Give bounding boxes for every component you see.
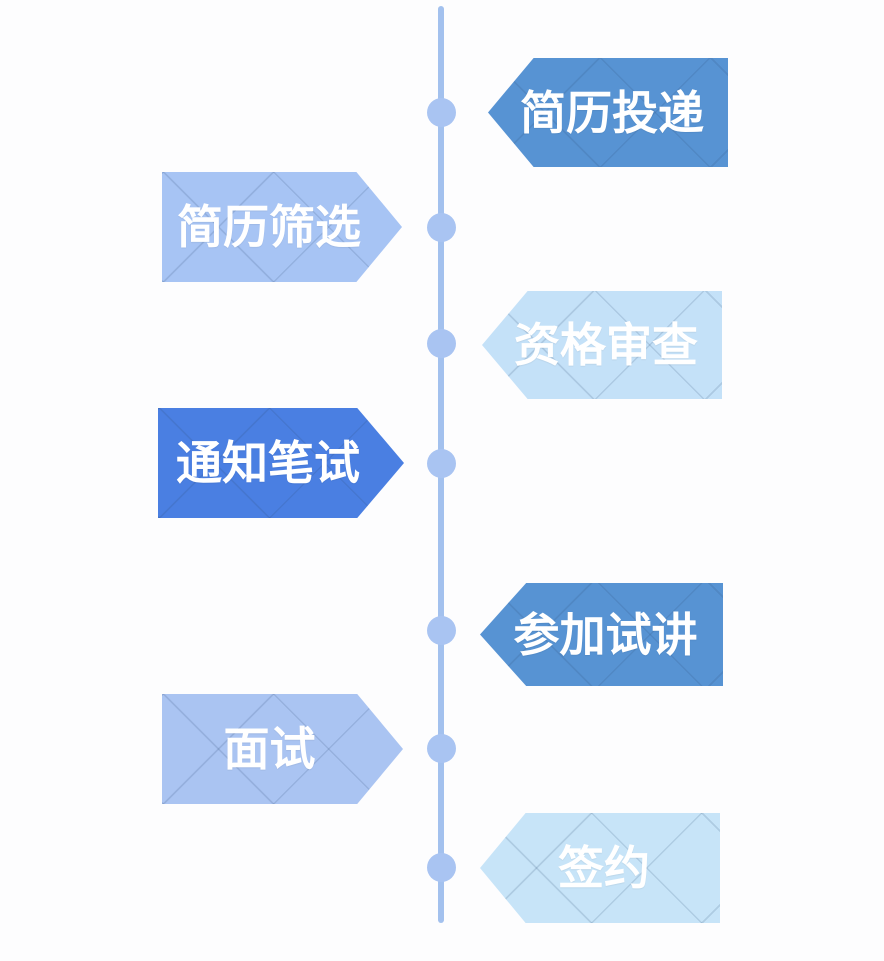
timeline-dot: [427, 98, 456, 127]
stage-label: 参加试讲: [513, 608, 698, 661]
stage-label: 面试: [223, 723, 316, 775]
stage-label: 资格审查: [514, 319, 698, 371]
stage-banner-signing: 签约: [480, 813, 720, 923]
stage-banner-written-test-notice: 通知笔试: [158, 408, 404, 518]
stage-label: 签约: [558, 842, 650, 894]
stage-label: 简历筛选: [177, 201, 361, 253]
timeline-dot: [427, 734, 456, 763]
stage-banner-trial-lecture: 参加试讲: [480, 583, 723, 686]
stage-banner-resume-submit: 简历投递: [488, 58, 728, 167]
stage-banner-interview: 面试: [162, 694, 403, 804]
stage-banner-resume-screening: 简历筛选: [162, 172, 402, 282]
timeline-dot: [427, 853, 456, 882]
timeline-dot: [427, 329, 456, 358]
stage-label: 简历投递: [520, 86, 704, 139]
timeline-dot: [427, 616, 456, 645]
timeline-dot: [427, 449, 456, 478]
timeline-dot: [427, 213, 456, 242]
stage-label: 通知笔试: [176, 437, 360, 489]
stage-banner-qualification-review: 资格审查: [482, 291, 722, 399]
